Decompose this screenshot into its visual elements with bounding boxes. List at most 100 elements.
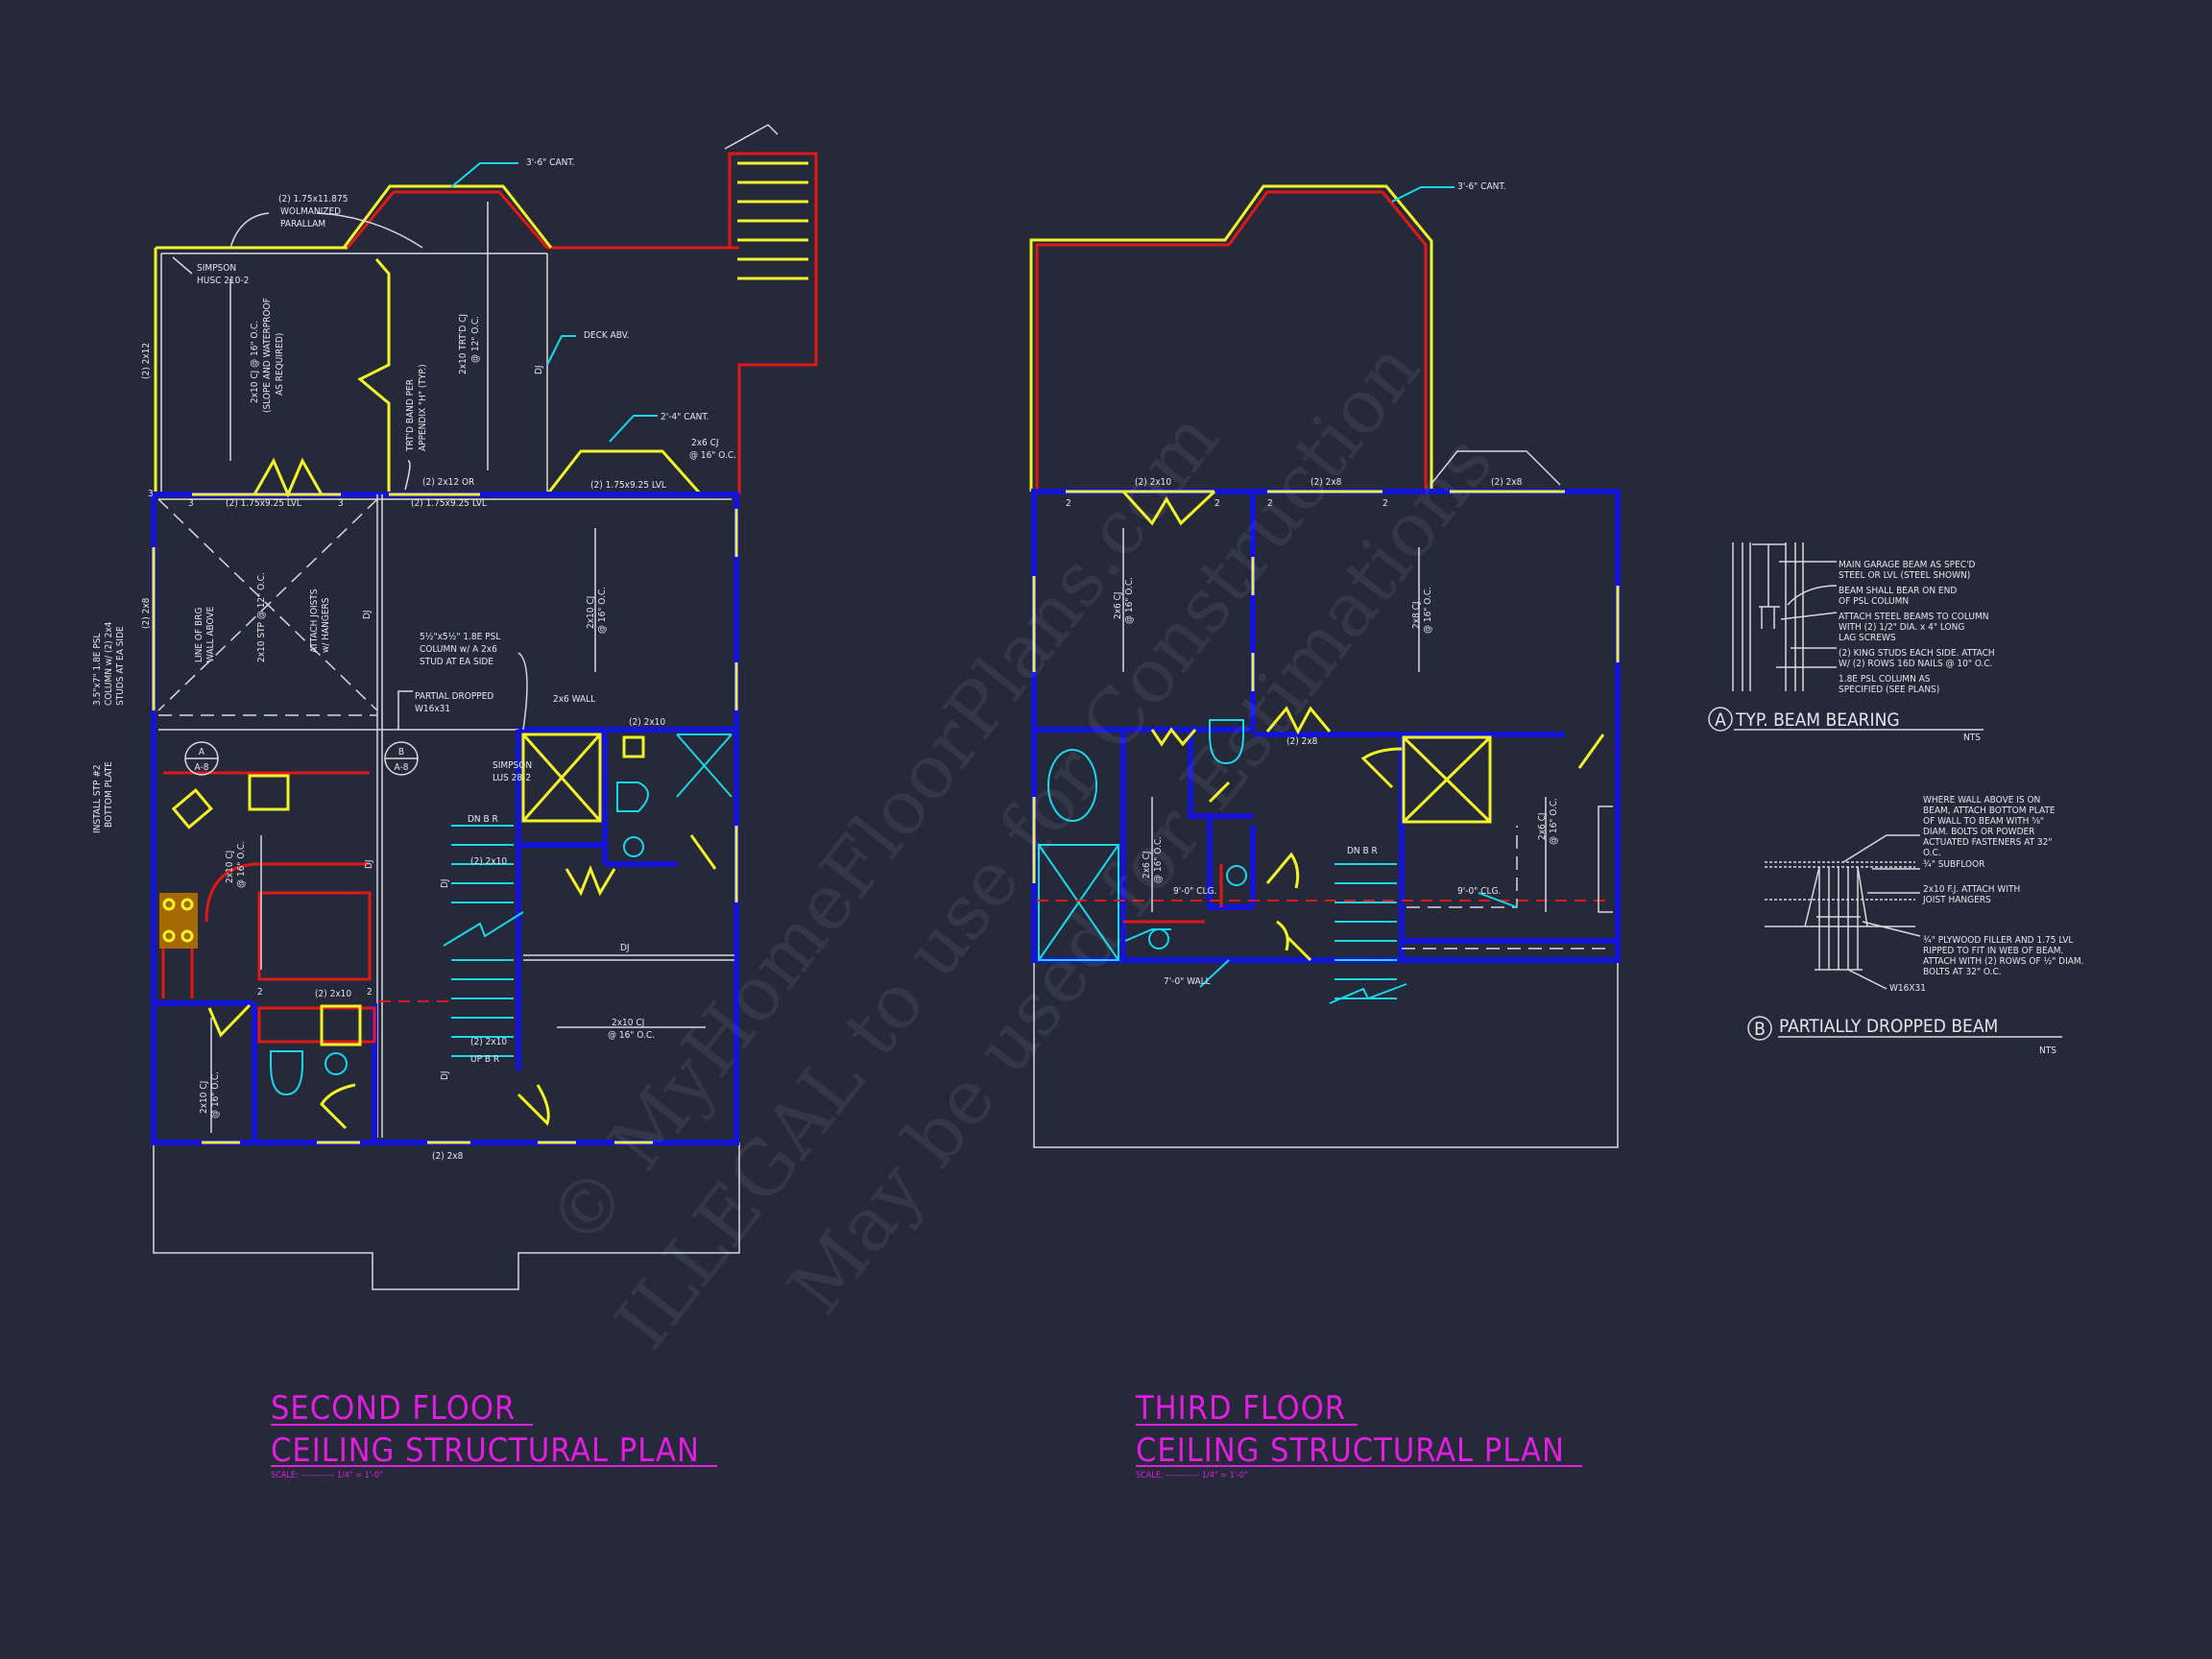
label: @ 16" O.C.	[1549, 798, 1559, 845]
label: 2	[367, 987, 373, 998]
svg-text:JOIST HANGERS: JOIST HANGERS	[1922, 895, 1991, 905]
upper-outline-red	[1035, 190, 1428, 492]
detail-b-notes: WHERE WALL ABOVE IS ON BEAM, ATTACH BOTT…	[1889, 795, 2084, 994]
label: BOTTOM PLATE	[104, 761, 114, 828]
label: DN B R	[468, 814, 498, 825]
label: 2'-4" CANT.	[661, 412, 709, 422]
label: W16x31	[415, 704, 450, 714]
second-floor-plan: A A-8 B A-8 3'-6" CANT. (2) 1.75x11.875 …	[92, 124, 818, 1290]
title-line-2: CEILING STRUCTURAL PLAN	[271, 1431, 700, 1470]
toilet-icon	[270, 1050, 303, 1096]
deck-beams	[160, 252, 548, 494]
elevator-x	[521, 733, 602, 822]
open-to-below-x	[157, 498, 378, 716]
vanity-box	[622, 735, 645, 758]
small-cant-bay	[545, 449, 703, 495]
label: 2x10 TRT'D CJ	[458, 314, 469, 374]
label: STUDS AT EA SIDE	[115, 626, 126, 706]
label: 2	[1382, 498, 1388, 509]
label: LUS 28-2	[493, 773, 531, 783]
doors	[517, 834, 717, 1126]
cyan-leader	[1391, 186, 1455, 203]
label: TRT'D BAND PER	[405, 379, 416, 452]
svg-text:1.8E PSL COLUMN AS: 1.8E PSL COLUMN AS	[1839, 674, 1931, 685]
svg-text:BEAM, ATTACH BOTTOM PLATE: BEAM, ATTACH BOTTOM PLATE	[1923, 805, 2056, 816]
detail-a-notes: MAIN GARAGE BEAM AS SPEC'D STEEL OR LVL …	[1839, 560, 1995, 695]
label: @ 16" O.C.	[689, 450, 736, 461]
label: @ 16" O.C.	[1124, 577, 1135, 624]
bay-outline	[1430, 450, 1561, 486]
bath-doors	[207, 1003, 356, 1130]
section-marker-b[interactable]: B A-8	[384, 741, 419, 776]
elevator-x	[1402, 735, 1492, 824]
shower-x	[1038, 844, 1119, 961]
label: DJ	[440, 878, 450, 888]
label: DJ	[364, 859, 374, 869]
svg-text:BEAM SHALL BEAR ON END: BEAM SHALL BEAR ON END	[1839, 586, 1957, 596]
cyan-leaders	[450, 162, 658, 443]
kitchen-counters	[161, 771, 372, 998]
label: (2) 2x8	[1310, 477, 1342, 488]
label: 2x8 CJ	[1411, 601, 1422, 629]
label: 3	[188, 498, 194, 509]
windows	[1032, 490, 1620, 962]
svg-text:A: A	[199, 747, 205, 757]
subfloor	[1765, 861, 1915, 901]
detail-b-title: PARTIALLY DROPPED BEAM	[1779, 1016, 1998, 1037]
label: (2) 2x12	[141, 343, 152, 379]
label: 2x10 CJ	[612, 1018, 644, 1028]
label: DJ	[620, 943, 630, 953]
span-arrows	[210, 202, 596, 1133]
section-marker-a[interactable]: A A-8	[184, 741, 219, 776]
title-line-1: SECOND FLOOR	[271, 1389, 516, 1428]
label: INSTALL STP #2	[92, 764, 103, 833]
cant-bay-rail	[342, 184, 553, 249]
label: 3'-6" CANT.	[1457, 181, 1505, 192]
second-floor-title-block: SECOND FLOOR CEILING STRUCTURAL PLAN SCA…	[271, 1389, 717, 1480]
stair-break-line	[724, 124, 779, 150]
label: @ 16" O.C.	[210, 1071, 221, 1118]
label: HUSC 210-2	[197, 276, 249, 286]
label: ATTACH JOISTS	[309, 589, 320, 653]
elevator-shaft	[1402, 735, 1492, 824]
svg-text:WITH (2) 1/2" DIA. x 4" LONG: WITH (2) 1/2" DIA. x 4" LONG	[1839, 622, 1964, 633]
svg-text:MAIN GARAGE BEAM AS SPEC'D: MAIN GARAGE BEAM AS SPEC'D	[1839, 560, 1976, 570]
roof-outline-below	[1033, 960, 1619, 1148]
beam-section	[1765, 866, 1915, 971]
svg-text:O.C.: O.C.	[1923, 848, 1941, 858]
closet-doors	[565, 864, 616, 897]
label: (2) 1.75x11.875	[278, 194, 348, 204]
svg-text:ACTUATED FASTENERS AT 32": ACTUATED FASTENERS AT 32"	[1923, 837, 2053, 848]
label: DJ	[534, 365, 544, 374]
detail-b-leaders	[1842, 834, 1921, 990]
svg-text:ATTACH STEEL BEAMS TO COLUMN: ATTACH STEEL BEAMS TO COLUMN	[1839, 612, 1988, 622]
label: (2) 2x10	[470, 856, 507, 867]
sink-icon	[1226, 865, 1247, 886]
label: 3	[148, 489, 154, 499]
title-line-1: THIRD FLOOR	[1135, 1389, 1346, 1428]
scale-note: SCALE: ------------ 1/4" = 1'-0"	[271, 1471, 383, 1480]
label: (2) 2x8	[141, 597, 152, 629]
svg-text:B: B	[1754, 1019, 1766, 1040]
third-floor-labels: 3'-6" CANT. (2) 2x10 (2) 2x8 (2) 2x8 (2)…	[1066, 181, 1559, 987]
deck-door	[357, 258, 391, 494]
third-floor-title-block: THIRD FLOOR CEILING STRUCTURAL PLAN SCAL…	[1135, 1389, 1582, 1480]
deck-stair-treads	[737, 161, 808, 280]
svg-text:STEEL OR LVL (STEEL SHOWN): STEEL OR LVL (STEEL SHOWN)	[1839, 570, 1970, 581]
label: 2x10 CJ	[586, 596, 596, 629]
label: 2	[1066, 498, 1071, 509]
label: 2x6 CJ	[1537, 812, 1548, 840]
label: DJ	[440, 1070, 450, 1080]
label: COLUMN w/ (2) 2x4	[104, 621, 114, 706]
label: 2x6 CJ	[1142, 851, 1152, 878]
label: 2x10 CJ	[225, 851, 235, 883]
label: STUD AT EA SIDE	[420, 657, 493, 667]
label: DJ	[362, 610, 373, 619]
label: 5½"x5½" 1.8E PSL	[420, 631, 500, 642]
annotation-leaders	[172, 212, 528, 731]
label: @ 16" O.C.	[236, 841, 247, 888]
label: UP B R	[470, 1054, 499, 1065]
label: DECK ABV.	[584, 330, 629, 341]
label: 2x6 WALL	[553, 694, 595, 705]
